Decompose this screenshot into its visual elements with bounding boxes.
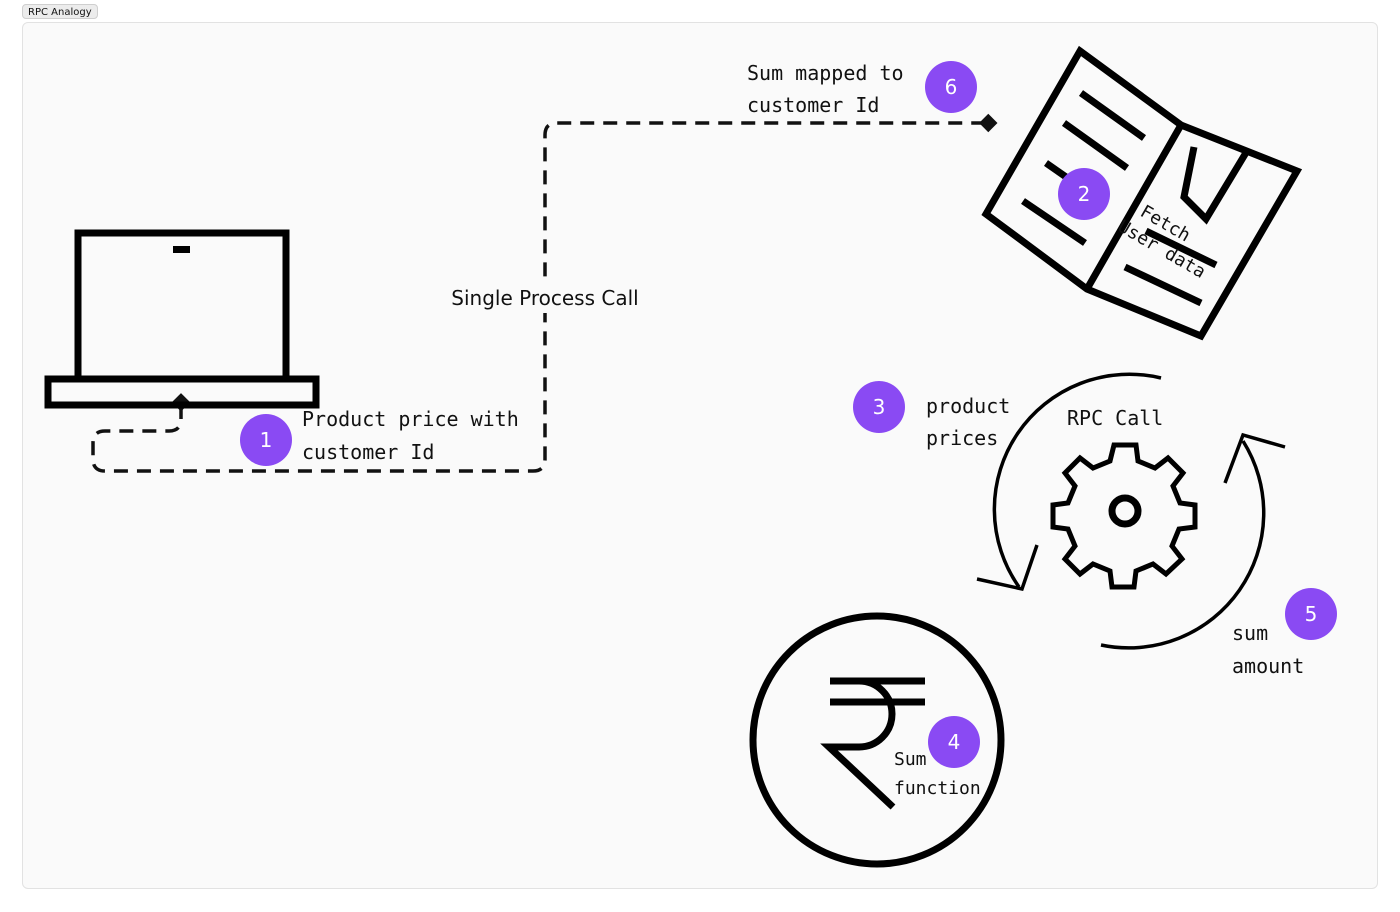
step1-label-line2: customer Id [302,440,434,464]
badge-1: 1 [240,414,292,466]
badge-5: 5 [1285,588,1337,640]
cycle-arrow-icon [976,372,1286,650]
step3-label-line1: product [926,394,1010,418]
step4-label-line1: Sum [894,749,927,770]
svg-text:4: 4 [948,730,961,754]
laptop-icon [44,229,320,409]
step6-label-line1: Sum mapped to [747,61,904,85]
connector-endpoint-end [979,113,998,133]
badge-3: 3 [853,381,905,433]
svg-text:2: 2 [1078,182,1091,206]
svg-text:1: 1 [260,428,273,452]
step5-label-line1: sum [1232,621,1268,645]
svg-text:3: 3 [873,395,886,419]
gear-icon [1050,442,1198,590]
svg-text:6: 6 [945,75,958,99]
badge-6: 6 [925,61,977,113]
diagram-canvas: Single Process Call 1 Product price with… [22,22,1378,889]
step6-label-line2: customer Id [747,93,879,117]
step3-label-line2: prices [926,426,998,450]
step1-label-line1: Product price with [302,407,519,431]
diagram-svg: Single Process Call 1 Product price with… [44,45,1337,868]
badge-2: 2 [1058,168,1110,220]
rpc-call-label: RPC Call [1067,406,1163,430]
frame-title[interactable]: RPC Analogy [22,4,98,19]
step4-label-line2: function [894,778,981,799]
badge-4: 4 [928,716,980,768]
svg-text:5: 5 [1305,602,1318,626]
book-icon [981,45,1303,341]
dashed-connector [91,121,987,473]
single-process-call-label: Single Process Call [451,286,638,310]
rupee-icon [749,612,1005,868]
step5-label-line2: amount [1232,654,1304,678]
